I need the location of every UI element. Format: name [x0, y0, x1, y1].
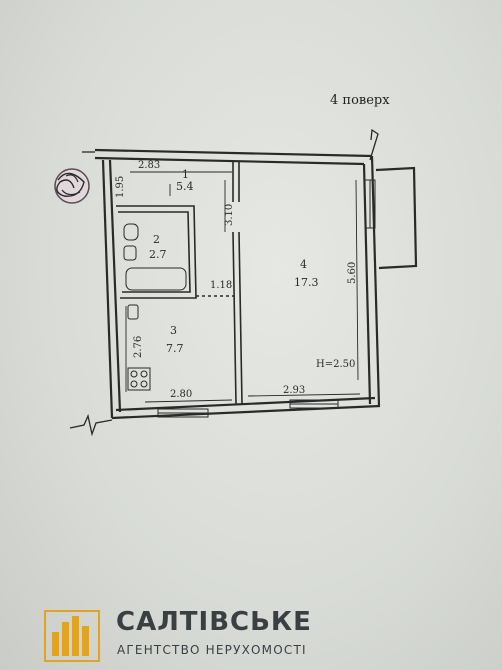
dim-corridor-width: 2.83	[138, 160, 160, 171]
dim-living-depth: 5.60	[347, 262, 358, 284]
dim-kitchen-depth: 2.76	[133, 336, 144, 358]
room-4-number: 4	[300, 258, 307, 271]
brand-logo-icon	[44, 610, 100, 662]
windows	[157, 179, 376, 418]
seal-scribble	[54, 168, 90, 204]
room-2-number: 2	[153, 233, 160, 246]
room-2-area: 2.7	[149, 248, 167, 261]
room-4-area: 17.3	[294, 276, 319, 289]
room-3-number: 3	[170, 324, 177, 337]
dim-kitchen-width: 2.80	[170, 389, 192, 400]
dim-living-width: 2.93	[283, 385, 305, 396]
room-1-number: 1	[182, 168, 189, 181]
brand-subtitle: АГЕНТСТВО НЕРУХОМОСТІ	[117, 643, 307, 657]
floor-label: 4 поверх	[330, 93, 390, 108]
outer-walls	[94, 148, 418, 420]
brand-name: САЛТІВСЬКЕ	[116, 607, 312, 637]
break-marks	[69, 128, 379, 437]
dim-passage: 1.18	[210, 280, 232, 291]
room-1-area: 5.4	[176, 180, 194, 193]
dimension-lines	[125, 171, 361, 403]
ceiling-height: H=2.50	[316, 359, 355, 370]
interior-walls	[116, 162, 243, 405]
dim-room-wall: 3.10	[224, 204, 235, 226]
fixtures	[123, 223, 187, 391]
room-3-area: 7.7	[166, 342, 184, 355]
dim-corridor-depth: 1.95	[115, 176, 126, 198]
